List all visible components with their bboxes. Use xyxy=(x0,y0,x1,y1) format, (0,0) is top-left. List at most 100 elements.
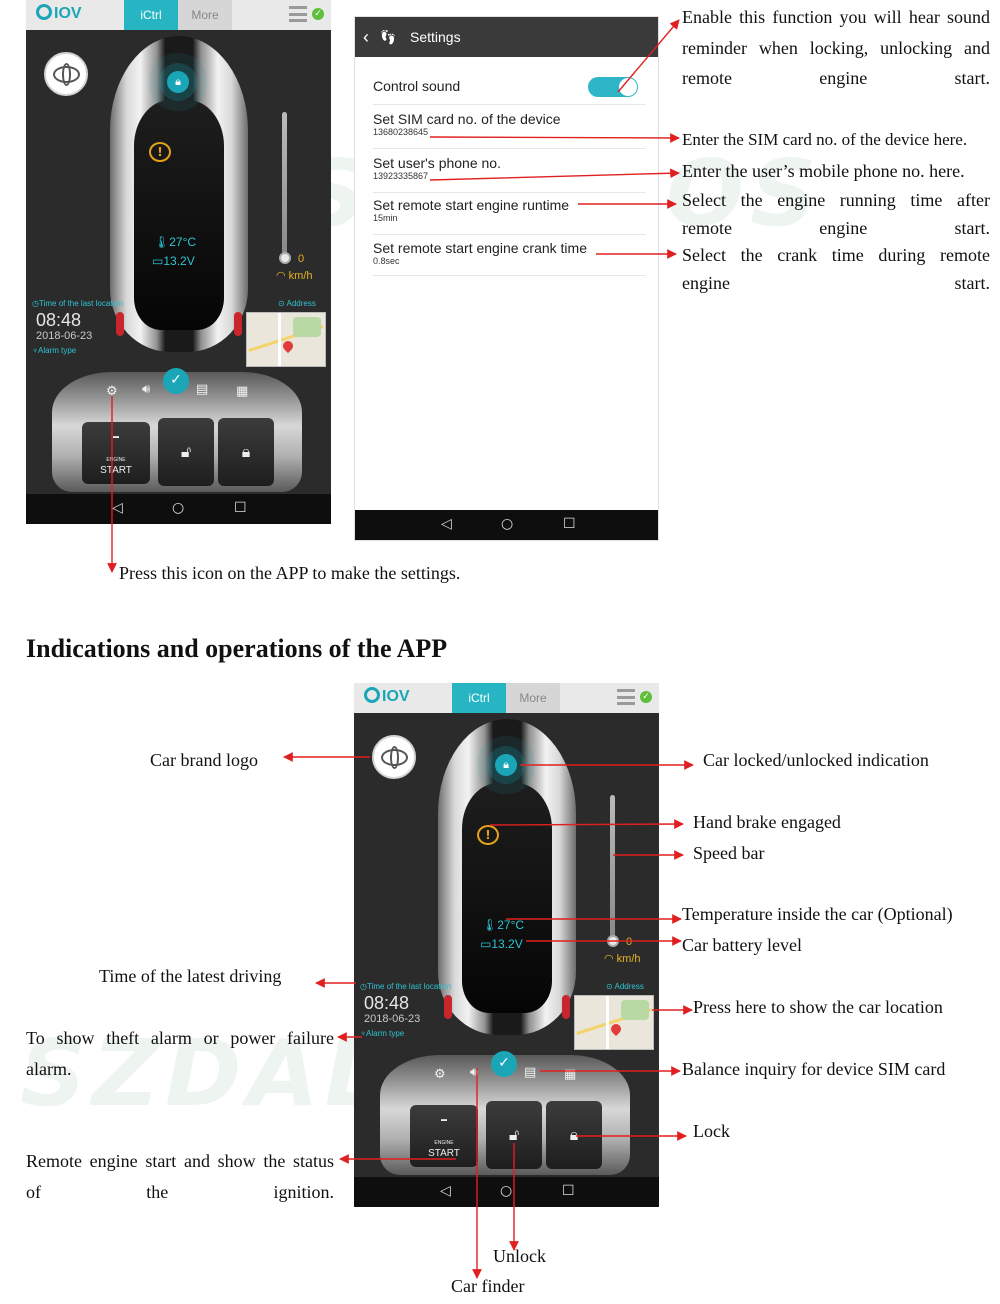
engine-start-button[interactable]: ▬ ENGINE START xyxy=(410,1105,478,1167)
annotation-remote-start: Remote engine start and show the status … xyxy=(26,1151,334,1202)
clock-icon: ◷ xyxy=(360,982,367,991)
setting-row-crank[interactable]: Set remote start engine crank time 0.8se… xyxy=(373,240,646,276)
expand-chevron-icon[interactable]: ✓ xyxy=(491,1051,517,1077)
annotation-latest-driving: Time of the latest driving xyxy=(99,966,282,986)
recents-nav-icon[interactable]: ☐ xyxy=(562,1183,575,1199)
lock-button[interactable]: 🔒︎ xyxy=(546,1101,602,1169)
clock-icon: ◷ xyxy=(32,299,39,308)
last-location-date: 2018-06-23 xyxy=(36,330,93,342)
car-windshield xyxy=(134,100,224,330)
recents-nav-icon[interactable]: ☐ xyxy=(234,500,247,516)
lock-icon: 🔒︎ xyxy=(569,1125,579,1144)
setting-row-sim[interactable]: Set SIM card no. of the device 136802386… xyxy=(373,111,646,149)
annotation-sim: Enter the SIM card no. of the device her… xyxy=(682,130,968,149)
car-tail-light-left xyxy=(444,995,452,1019)
settings-gear-icon[interactable]: ⚙ xyxy=(106,384,118,399)
annotation-car-finder: Car finder xyxy=(451,1276,525,1296)
brand-text: IOV xyxy=(54,5,82,22)
setting-row-runtime[interactable]: Set remote start engine runtime 15min xyxy=(373,197,646,235)
home-nav-icon[interactable]: ○ xyxy=(501,516,514,532)
battery-reading: ▭13.2V xyxy=(152,254,195,268)
hand-brake-icon: ! xyxy=(477,825,499,845)
sim-balance-icon[interactable]: ▤ xyxy=(196,382,209,397)
expand-chevron-icon[interactable]: ✓ xyxy=(163,368,189,394)
speed-bar xyxy=(610,795,615,940)
settings-title: Settings xyxy=(410,29,461,45)
last-location-date: 2018-06-23 xyxy=(364,1013,421,1025)
alarm-type-label[interactable]: ♆Alarm type xyxy=(360,1029,405,1038)
arrow-hand-brake xyxy=(489,819,684,829)
setting-row-control-sound[interactable]: Control sound xyxy=(373,73,646,105)
brand-text: IOV xyxy=(382,688,410,705)
last-location-label: ◷Time of the last location xyxy=(32,299,124,308)
thermometer-icon: 🌡︎ xyxy=(482,918,498,932)
tab-more[interactable]: More xyxy=(506,683,560,713)
alarm-icon: ♆ xyxy=(32,346,38,355)
menu-icon[interactable] xyxy=(289,6,307,22)
temperature-reading: 🌡︎27°C xyxy=(154,235,197,249)
android-nav-bar: ◁ ○ ☐ xyxy=(354,1177,659,1207)
car-windshield xyxy=(462,783,552,1013)
speedometer-icon: ◠ xyxy=(276,270,286,282)
iov-logo-icon xyxy=(364,687,380,703)
last-location-time: 08:48 xyxy=(36,310,82,330)
alarm-icon: ♆ xyxy=(360,1029,366,1038)
last-location-time: 08:48 xyxy=(364,993,410,1013)
speed-unit: ◠ km/h xyxy=(276,270,313,282)
annotation-brand-logo: Car brand logo xyxy=(150,750,258,770)
menu-icon[interactable] xyxy=(617,689,635,705)
lock-button[interactable]: 🔒︎ xyxy=(218,418,274,486)
lock-icon: 🔒︎ xyxy=(241,442,251,461)
annotation-settings-icon: Press this icon on the APP to make the s… xyxy=(119,563,461,583)
engine-start-button[interactable]: ▬ ENGINE START xyxy=(82,422,150,484)
speedometer-icon: ◠ xyxy=(604,953,614,965)
back-nav-icon[interactable]: ◁ xyxy=(440,1183,451,1199)
sim-balance-icon[interactable]: ▤ xyxy=(524,1065,537,1080)
location-map[interactable] xyxy=(246,312,326,367)
car-finder-horn-icon[interactable]: 🔊︎ xyxy=(142,382,151,397)
setting-row-phone[interactable]: Set user's phone no. 13923335867 xyxy=(373,155,646,193)
speed-value: 0 xyxy=(298,253,305,265)
home-nav-icon[interactable]: ○ xyxy=(500,1183,513,1199)
tab-more[interactable]: More xyxy=(178,0,232,30)
footprints-icon: 👣︎ xyxy=(379,29,397,45)
annotation-crank: Select the crank time during remote engi… xyxy=(682,245,990,293)
annotation-balance: Balance inquiry for device SIM card xyxy=(682,1059,946,1079)
address-label: ⊙ Address xyxy=(278,299,316,308)
android-nav-bar: ◁ ○ ☐ xyxy=(26,494,331,524)
recents-nav-icon[interactable]: ☐ xyxy=(563,516,576,532)
settings-header: ‹ 👣︎ Settings xyxy=(355,17,658,57)
tab-ictrl[interactable]: iCtrl xyxy=(452,683,506,713)
location-map[interactable] xyxy=(574,995,654,1050)
app-brand: IOV xyxy=(36,4,82,23)
pin-icon: ⊙ xyxy=(278,299,285,308)
annotation-unlock: Unlock xyxy=(493,1246,546,1266)
annotation-theft-alarm: To show theft alarm or power failure ala… xyxy=(26,1028,334,1079)
tab-ictrl[interactable]: iCtrl xyxy=(124,0,178,30)
apps-grid-icon[interactable]: ▦ xyxy=(236,384,249,399)
settings-gear-icon[interactable]: ⚙ xyxy=(434,1067,446,1082)
control-sound-toggle[interactable] xyxy=(588,77,638,97)
car-finder-horn-icon[interactable]: 🔊︎ xyxy=(470,1065,479,1080)
back-nav-icon[interactable]: ◁ xyxy=(112,500,123,516)
speed-bar xyxy=(282,112,287,257)
speed-unit: ◠ km/h xyxy=(604,953,641,965)
back-chevron-icon[interactable]: ‹ xyxy=(363,27,369,47)
car-brand-logo xyxy=(44,52,88,96)
annotation-hand-brake: Hand brake engaged xyxy=(693,812,841,832)
battery-reading: ▭13.2V xyxy=(480,937,523,951)
thermometer-icon: 🌡︎ xyxy=(154,235,170,249)
lock-status-icon[interactable]: 🔒︎ xyxy=(495,754,517,776)
home-nav-icon[interactable]: ○ xyxy=(172,500,185,516)
pin-icon: ⊙ xyxy=(606,982,613,991)
lock-status-icon[interactable]: 🔒︎ xyxy=(167,71,189,93)
unlock-button[interactable]: 🔓︎ xyxy=(158,418,214,486)
arrow-sim xyxy=(429,133,680,143)
unlock-icon: 🔓︎ xyxy=(508,1125,520,1144)
car-brand-logo xyxy=(372,735,416,779)
annotation-lock-indication: Car locked/unlocked indication xyxy=(703,750,929,770)
back-nav-icon[interactable]: ◁ xyxy=(441,516,452,532)
alarm-type-label[interactable]: ♆Alarm type xyxy=(32,346,77,355)
status-ok-icon: ✓ xyxy=(312,8,324,20)
